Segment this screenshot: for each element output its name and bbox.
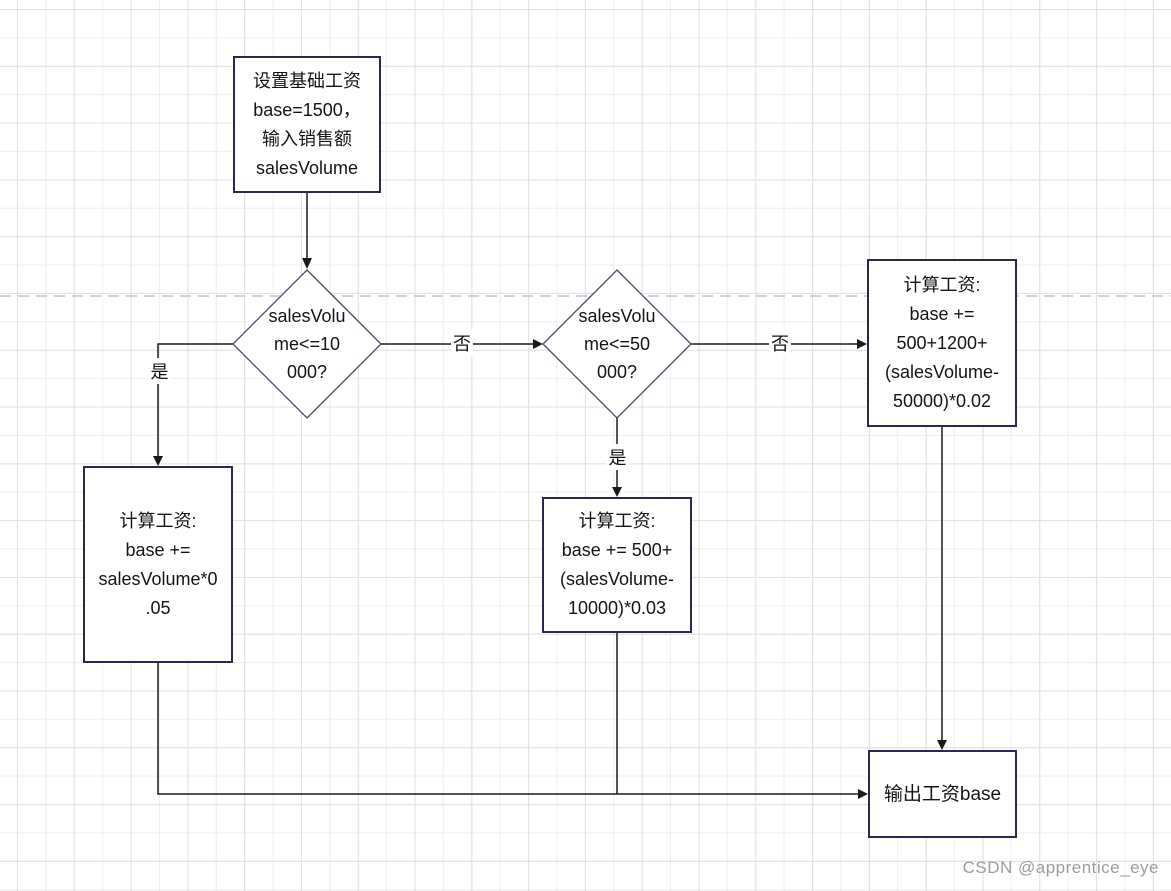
edge-label-yes-1: 是 xyxy=(148,358,171,384)
decision1-diamond-shape xyxy=(232,269,382,419)
edge-start-to-decision1 xyxy=(302,193,312,269)
node-decision-low-label: salesVolu me<=10 000? xyxy=(268,306,346,382)
edge-label-no-1: 否 xyxy=(451,330,473,356)
csdn-watermark: CSDN @apprentice_eye xyxy=(962,858,1159,877)
node-decision-mid-label: salesVolu me<=50 000? xyxy=(578,306,656,382)
node-calc-low: 计算工资: base += salesVolume*0 .05 xyxy=(83,466,233,663)
node-output: 输出工资base xyxy=(868,750,1017,838)
edge-calclow-to-output xyxy=(157,663,868,799)
edge-calchigh-to-output xyxy=(937,427,947,750)
node-start: 设置基础工资 base=1500， 输入销售额 salesVolume xyxy=(233,56,381,193)
node-calc-mid: 计算工资: base += 500+ (salesVolume- 10000)*… xyxy=(542,497,692,633)
edge-label-no-2: 否 xyxy=(769,330,791,356)
edge-decision1-yes xyxy=(153,343,233,466)
edge-label-yes-2: 是 xyxy=(606,444,629,470)
decision2-diamond-shape xyxy=(542,269,692,419)
node-calc-high: 计算工资: base += 500+1200+ (salesVolume- 50… xyxy=(867,259,1017,427)
